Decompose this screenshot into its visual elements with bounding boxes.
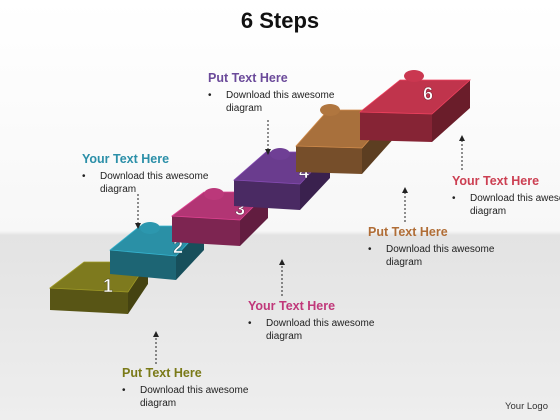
callout-text: Download this awesome diagram	[386, 244, 495, 268]
callout-upper-left: Your Text Here • Download this awesome d…	[82, 152, 232, 196]
piece-knob	[140, 222, 160, 234]
callout-text: Download this awesome diagram	[266, 318, 375, 342]
callout-right-middle: Put Text Here • Download this awesome di…	[368, 225, 518, 269]
callout-heading: Your Text Here	[248, 299, 336, 313]
piece-front-face	[50, 288, 128, 314]
bullet-icon: •	[452, 193, 456, 204]
piece-knob	[404, 70, 424, 82]
slide-title: 6 Steps	[240, 8, 320, 33]
callout-heading: Your Text Here	[452, 174, 540, 188]
callout-text: Download this awesome diagram	[226, 90, 335, 114]
piece-knob	[320, 104, 340, 116]
callout-heading: Put Text Here	[122, 366, 202, 380]
callout-top-center: Put Text Here • Download this awesome di…	[208, 71, 358, 115]
bullet-icon: •	[208, 90, 212, 101]
piece-front-face	[296, 146, 362, 174]
bullet-icon: •	[82, 171, 86, 182]
callout-heading: Put Text Here	[368, 225, 448, 239]
callout-heading: Your Text Here	[82, 152, 170, 166]
step-number-label: 3	[235, 199, 245, 219]
piece-front-face	[234, 180, 300, 210]
callout-right-top: Your Text Here • Download this awesome d…	[452, 174, 560, 218]
step-number-label: 6	[423, 84, 433, 104]
piece-front-face	[172, 216, 240, 246]
callout-bottom-center: Your Text Here • Download this awesome d…	[248, 299, 398, 343]
step-number-label: 1	[103, 276, 113, 296]
piece-top-face	[358, 79, 472, 115]
callout-heading: Put Text Here	[208, 71, 288, 85]
bullet-icon: •	[248, 318, 252, 329]
piece-knob	[204, 188, 224, 200]
piece-front-face	[360, 112, 432, 142]
puzzle-piece-6: 6	[358, 70, 472, 142]
logo-placeholder: Your Logo	[505, 401, 548, 412]
step-number-label: 2	[173, 237, 183, 257]
callout-text: Download this awesome diagram	[470, 193, 560, 217]
bullet-icon: •	[368, 244, 372, 255]
piece-knob	[270, 148, 290, 160]
callout-bottom-left: Put Text Here • Download this awesome di…	[122, 366, 272, 410]
callout-text: Download this awesome diagram	[140, 385, 249, 409]
callout-text: Download this awesome diagram	[100, 171, 209, 195]
bullet-icon: •	[122, 385, 126, 396]
piece-front-face	[110, 250, 176, 280]
piece-side-face	[432, 80, 470, 142]
